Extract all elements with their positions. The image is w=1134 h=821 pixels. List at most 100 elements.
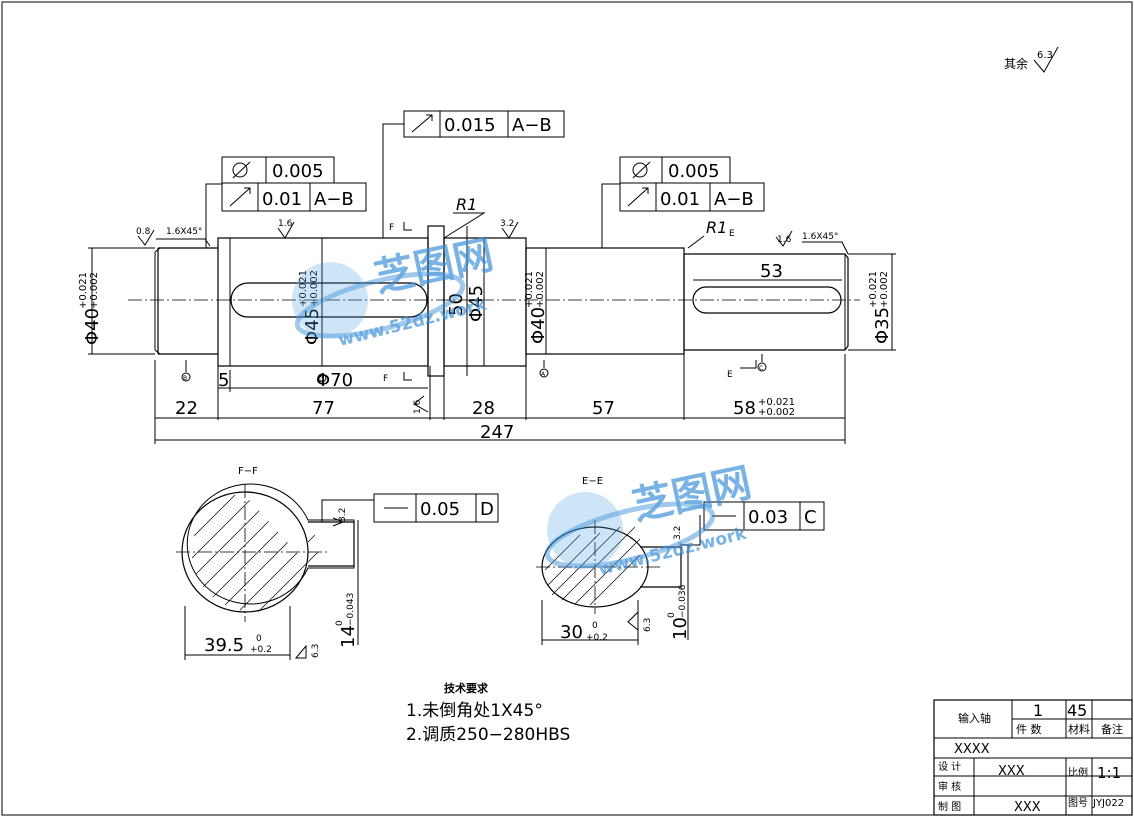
dim-l28: 28 (472, 398, 495, 419)
runout-arrow-icon (229, 187, 251, 207)
svg-text:+0.2: +0.2 (250, 645, 272, 655)
tb-material: 45 (1067, 701, 1087, 720)
tb-company: XXXX (954, 742, 990, 757)
svg-text:0.03: 0.03 (748, 507, 788, 528)
keyway-left (230, 282, 428, 318)
svg-text:A−B: A−B (714, 189, 754, 210)
svg-text:6.3: 6.3 (643, 618, 653, 632)
chamfer-right: 1.6X45° (802, 232, 838, 242)
watermark-logo-icon (547, 492, 623, 568)
svg-text:比例: 比例 (1068, 766, 1088, 779)
keyway-right (692, 286, 842, 314)
watermark-2: 芝图网 www.52dz.work (544, 460, 756, 580)
radius-r1-left: R1 (456, 195, 477, 214)
dim-ff-width: 39.5 (204, 635, 244, 656)
svg-text:0: 0 (592, 621, 598, 631)
svg-text:0.01: 0.01 (660, 189, 700, 210)
section-ff: F−F 39.5 0 +0.2 6.3 (176, 466, 499, 660)
svg-text:0.005: 0.005 (668, 161, 720, 182)
svg-text:+0.021: +0.021 (868, 271, 879, 308)
svg-text:+0.021: +0.021 (524, 271, 535, 308)
svg-text:0.8: 0.8 (136, 227, 151, 237)
runout-arrow-icon (627, 187, 649, 207)
svg-text:+0.002: +0.002 (535, 271, 546, 308)
gtol-right: 0.005 0.01 A−B (601, 156, 765, 248)
svg-text:+0.002: +0.002 (309, 270, 320, 307)
tech-req-title: 技术要求 (444, 681, 489, 695)
dim-d40-left: Φ40 (82, 308, 103, 345)
dim-d35: Φ35 (872, 307, 893, 344)
dim-ff-key: 14 (338, 625, 359, 648)
title-block: 输入轴 1 45 件 数 材料 备注 XXXX 设 计 XXX 审 核 制 图 … (933, 699, 1133, 816)
tb-designer: XXX (998, 764, 1025, 779)
datum-b-icon: B (181, 360, 191, 382)
shaft-main-view: Φ40 +0.021 +0.002 Φ45 +0.021 +0.002 50 Φ… (78, 195, 896, 444)
dim-d45: Φ45 (466, 285, 487, 322)
svg-text:0: 0 (335, 620, 345, 626)
tech-req-item-2: 2.调质250−280HBS (406, 725, 570, 745)
svg-text:E: E (729, 229, 735, 239)
watermark-logo-icon (292, 262, 368, 338)
tb-qty: 1 (1033, 701, 1043, 720)
roughness-icon (294, 644, 307, 659)
svg-text:+0.002: +0.002 (758, 407, 795, 418)
svg-text:0.05: 0.05 (420, 499, 460, 520)
roughness-note-label: 其余 (1004, 56, 1028, 71)
dim-l58: 58 (733, 398, 756, 419)
svg-text:+0.002: +0.002 (89, 272, 100, 309)
datum-c-icon: C (757, 354, 767, 372)
svg-text:材料: 材料 (1068, 722, 1090, 736)
svg-text:E: E (727, 370, 733, 380)
keyway-section-ee (640, 546, 682, 588)
svg-text:A−B: A−B (512, 115, 552, 136)
svg-text:+0.021: +0.021 (78, 272, 89, 309)
svg-text:F: F (389, 223, 394, 233)
tb-drafter: XXX (1014, 800, 1041, 815)
dim-l22: 22 (175, 398, 198, 419)
keyway-section-ff (308, 521, 355, 567)
radius-r1-right: R1 (706, 218, 727, 237)
svg-text:1.6: 1.6 (278, 219, 293, 229)
gtol-left: 0.005 0.01 A−B (205, 156, 367, 248)
tb-scale: 1:1 (1097, 764, 1121, 782)
svg-text:C: C (759, 365, 763, 372)
svg-text:−0.036: −0.036 (678, 584, 688, 618)
roughness-icon (137, 229, 155, 246)
svg-text:芝图网: 芝图网 (629, 460, 756, 530)
dim-ee-width: 30 (560, 622, 583, 643)
dim-l57: 57 (592, 398, 615, 419)
dim-d40-right: Φ40 (528, 307, 549, 344)
svg-text:1.6: 1.6 (777, 235, 792, 245)
roughness-symbol-icon (1033, 46, 1059, 73)
svg-text:设 计: 设 计 (938, 760, 961, 773)
svg-text:审 核: 审 核 (938, 780, 961, 793)
svg-text:0.01: 0.01 (262, 189, 302, 210)
svg-text:1.6: 1.6 (413, 399, 423, 414)
svg-text:6.3: 6.3 (311, 644, 321, 658)
roughness-note: 其余 6.3 (1004, 46, 1059, 73)
svg-text:−0.043: −0.043 (346, 593, 356, 626)
dim-total: 247 (480, 422, 514, 443)
svg-text:D: D (480, 499, 494, 520)
svg-text:+0.2: +0.2 (586, 633, 608, 643)
hatching (544, 526, 641, 606)
roughness-icon (501, 221, 519, 239)
svg-text:图号: 图号 (1068, 797, 1088, 809)
datum-a-icon: A (539, 360, 549, 378)
dim-d45-key: Φ45 (302, 308, 323, 345)
gtol-symmetry-ee (703, 501, 825, 531)
svg-text:3.2: 3.2 (500, 219, 514, 229)
svg-text:D: D (319, 376, 324, 383)
svg-text:A: A (541, 371, 546, 378)
tech-req-item-1: 1.未倒角处1X45° (406, 701, 543, 721)
section-ee-title: E−E (582, 476, 603, 487)
runout-arrow-icon (411, 114, 433, 133)
cylindricity-icon (232, 162, 248, 178)
tb-drawing-no: JYJ022 (1092, 798, 1124, 809)
svg-text:3.2: 3.2 (338, 508, 348, 522)
svg-text:制 图: 制 图 (938, 800, 961, 813)
dim-key53: 53 (760, 261, 783, 282)
